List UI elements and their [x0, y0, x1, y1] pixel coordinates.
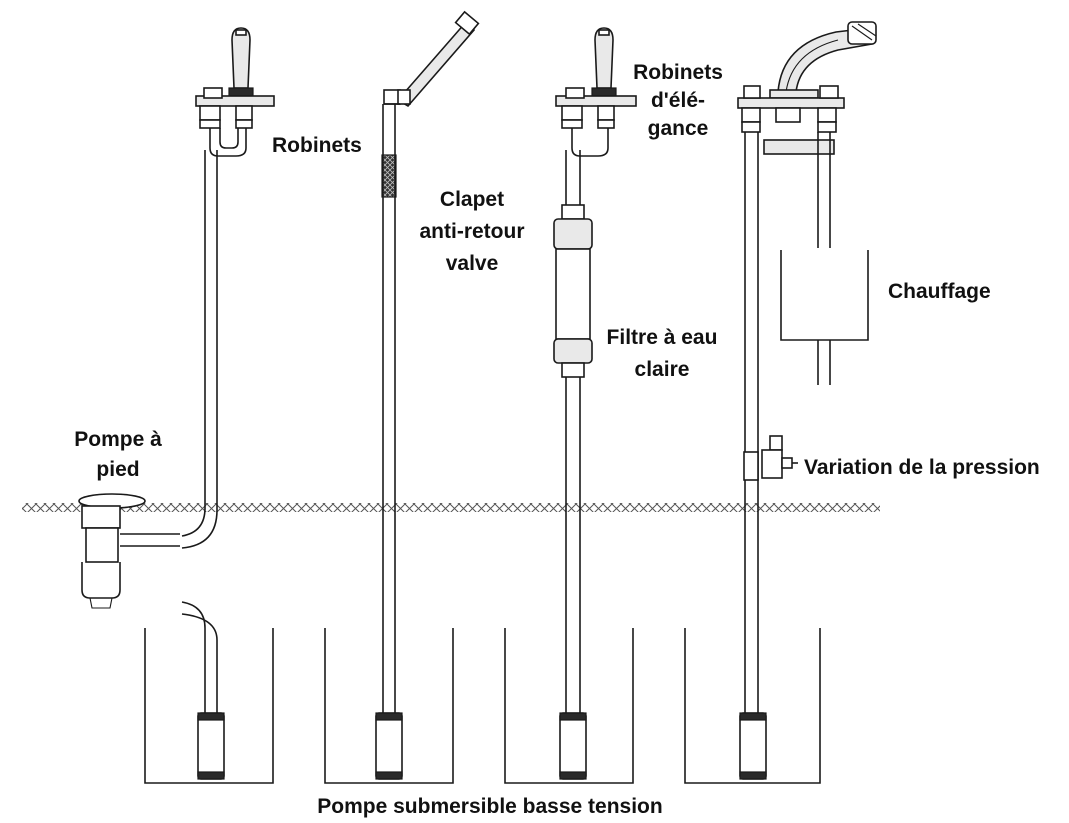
label-robinets-elegance-line3: gance — [648, 117, 709, 140]
label-pompe-pied-line2: pied — [96, 458, 139, 481]
submersible-pump-4 — [739, 712, 767, 780]
well-tank-2 — [324, 628, 454, 784]
label-pompe-submersible: Pompe submersible basse tension — [317, 795, 662, 818]
pressure-valve — [743, 435, 798, 481]
submersible-pump-3 — [559, 712, 587, 780]
ground-line — [22, 503, 880, 512]
label-robinets: Robinets — [272, 134, 362, 157]
pipe-3-upper — [565, 150, 581, 205]
heater-pipe — [817, 132, 831, 385]
water-filter — [553, 204, 593, 378]
label-variation-pression: Variation de la pression — [804, 456, 1040, 479]
well-tank-1 — [144, 628, 274, 784]
label-pompe-pied-line1: Pompe à — [74, 428, 162, 451]
pipe-1 — [181, 150, 218, 549]
faucet-2 — [383, 10, 480, 108]
submersible-pump-2 — [375, 712, 403, 780]
label-clapet-line1: Clapet — [440, 188, 504, 211]
label-filtre-line1: Filtre à eau — [607, 326, 718, 349]
faucet-4 — [737, 21, 877, 155]
pipe-2 — [382, 104, 396, 713]
label-robinets-elegance-line2: d'élé- — [651, 89, 705, 112]
faucet-3 — [555, 27, 637, 157]
well-tank-4 — [684, 628, 821, 784]
check-valve — [381, 154, 397, 198]
pipe-4 — [744, 132, 759, 713]
submersible-pump-1 — [197, 712, 225, 780]
foot-pump — [78, 493, 180, 609]
pipe-3 — [565, 377, 581, 713]
pipe-1-lower — [181, 601, 218, 713]
label-clapet-line3: valve — [446, 252, 499, 275]
label-chauffage: Chauffage — [888, 280, 991, 303]
label-robinets-elegance-line1: Robinets — [633, 61, 723, 84]
label-filtre-line2: claire — [635, 358, 690, 381]
heater-tank — [780, 250, 869, 341]
well-tank-3 — [504, 628, 634, 784]
faucet-1 — [195, 27, 275, 157]
label-clapet-line2: anti-retour — [420, 220, 525, 243]
